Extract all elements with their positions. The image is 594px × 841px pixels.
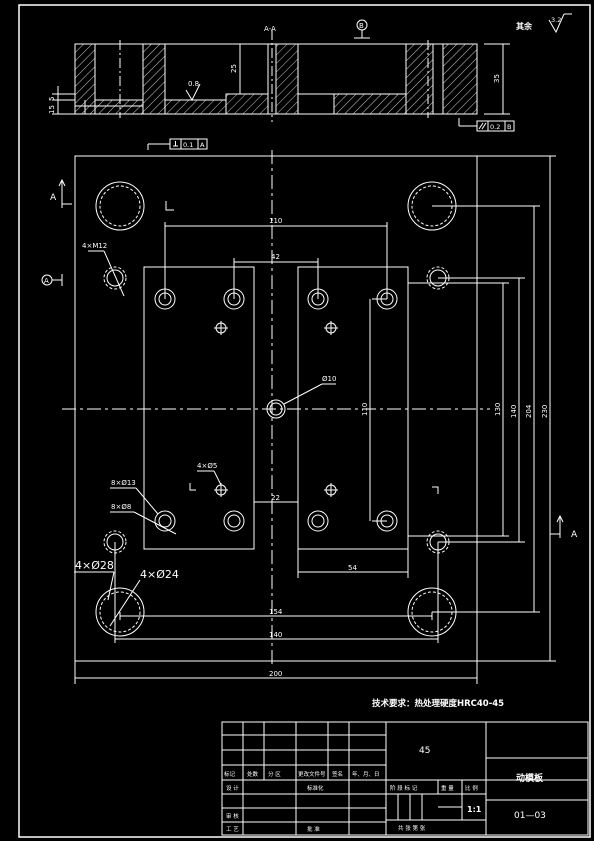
title-h-docno: 更改文件号: [298, 770, 326, 778]
m12-hole-tl: [103, 266, 127, 290]
title-scale: 1:1: [467, 805, 482, 814]
section-outline: [74, 43, 478, 115]
title-review: 审 核: [226, 812, 239, 820]
title-h-sign: 签名: [332, 770, 343, 778]
guide-hole-bl: [95, 587, 145, 637]
section-pocket-3: [297, 44, 407, 95]
title-h-mark: 标记: [224, 770, 236, 778]
left-pocket: [143, 266, 255, 550]
title-part-name: 动模板: [516, 772, 544, 784]
dim-230: 230: [541, 405, 549, 418]
roughness-local-value: 0.8: [188, 80, 199, 88]
note-d10: Ø10: [322, 375, 336, 383]
note-8xd13: 8×Ø13: [111, 479, 136, 487]
dim-140-horizontal: 140: [269, 631, 282, 639]
pin-hole-2: [324, 321, 338, 335]
title-approve: 批 准: [307, 825, 320, 833]
dim-110-horizontal: 110: [269, 217, 282, 225]
pin-hole-3: [214, 483, 228, 497]
technical-requirement: 技术要求：热处理硬度HRC40-45: [372, 698, 504, 709]
right-pocket: [297, 266, 409, 550]
title-h-zone: 分 区: [268, 770, 281, 778]
screw-hole-7: [307, 510, 329, 532]
note-8xd8: 8×Ø8: [111, 503, 131, 511]
datum-b-label: B: [359, 22, 364, 30]
roughness-rest-symbol: [548, 13, 565, 34]
title-block: [221, 721, 589, 836]
title-design: 设 计: [226, 784, 239, 792]
section-hatch-right-mid: [405, 43, 434, 115]
pin-hole-4: [324, 483, 338, 497]
section-hatch-bottom-mid: [164, 99, 227, 115]
roughness-local-symbol: [185, 83, 201, 102]
guide-hole-tl: [95, 181, 145, 231]
dim-42: 42: [271, 253, 280, 261]
note-4xm12: 4×M12: [82, 242, 107, 250]
title-drawing-no: 01—03: [514, 811, 546, 821]
par-tol-value: 0.2: [490, 123, 500, 131]
title-process: 工 艺: [226, 826, 239, 833]
sprue-hole: [266, 399, 286, 419]
par-datum: B: [507, 123, 511, 131]
section-view-label: A-A: [264, 25, 276, 33]
note-4xd28: 4×Ø28: [75, 559, 114, 572]
title-weight: 重 量: [441, 784, 454, 792]
dim-130: 130: [494, 403, 502, 416]
sheet-border: [18, 4, 591, 838]
screw-hole-5: [154, 510, 176, 532]
cut-a-bottom: A: [571, 530, 578, 540]
perp-datum: A: [200, 141, 205, 149]
title-h-count: 处数: [247, 770, 259, 778]
datum-a-label: A: [44, 277, 49, 285]
roughness-rest-label: 其余: [516, 21, 533, 31]
dim-140-vertical: 140: [510, 405, 518, 418]
section-hatch-center: [275, 43, 299, 115]
section-hatch-floor: [333, 93, 407, 115]
dim-25-label: 25: [230, 64, 238, 73]
title-stage-mark: 阶 段 标 记: [390, 784, 418, 792]
note-4xd24: 4×Ø24: [140, 568, 179, 581]
title-h-date: 年、月、日: [352, 770, 380, 778]
section-hatch-bottom-left: [94, 99, 144, 115]
section-hatch-right-outer: [442, 43, 478, 115]
dim-22: 22: [271, 494, 280, 502]
dim-35-label: 35: [493, 74, 501, 83]
section-hatch-left-mid: [142, 43, 166, 115]
cut-a-top: A: [50, 193, 57, 203]
title-standard: 标准化: [307, 784, 324, 792]
section-view: [52, 13, 572, 150]
section-pocket-1: [94, 44, 144, 101]
title-sheets: 共 张 第 张: [398, 824, 426, 832]
note-4xd5: 4×Ø5: [197, 462, 217, 470]
dim-154: 154: [269, 608, 283, 616]
roughness-rest-value: 3.2: [551, 16, 561, 24]
dim-110-vertical: 110: [361, 403, 369, 416]
title-scale-label: 比 例: [465, 784, 478, 792]
dim-54: 54: [348, 564, 357, 572]
title-material: 45: [419, 746, 430, 756]
perpendicularity-frame: [169, 138, 208, 150]
dim-5-label: 5: [48, 97, 56, 101]
pin-hole-1: [214, 321, 228, 335]
dim-200: 200: [269, 670, 282, 678]
perp-tol-value: 0.1: [183, 141, 193, 149]
plan-view: [41, 150, 564, 684]
dim-204: 204: [525, 404, 533, 418]
screw-hole-6: [223, 510, 245, 532]
section-hatch-left-inner: [225, 93, 269, 115]
dim-15-label: 15: [48, 105, 56, 114]
section-pocket-2: [164, 44, 269, 101]
